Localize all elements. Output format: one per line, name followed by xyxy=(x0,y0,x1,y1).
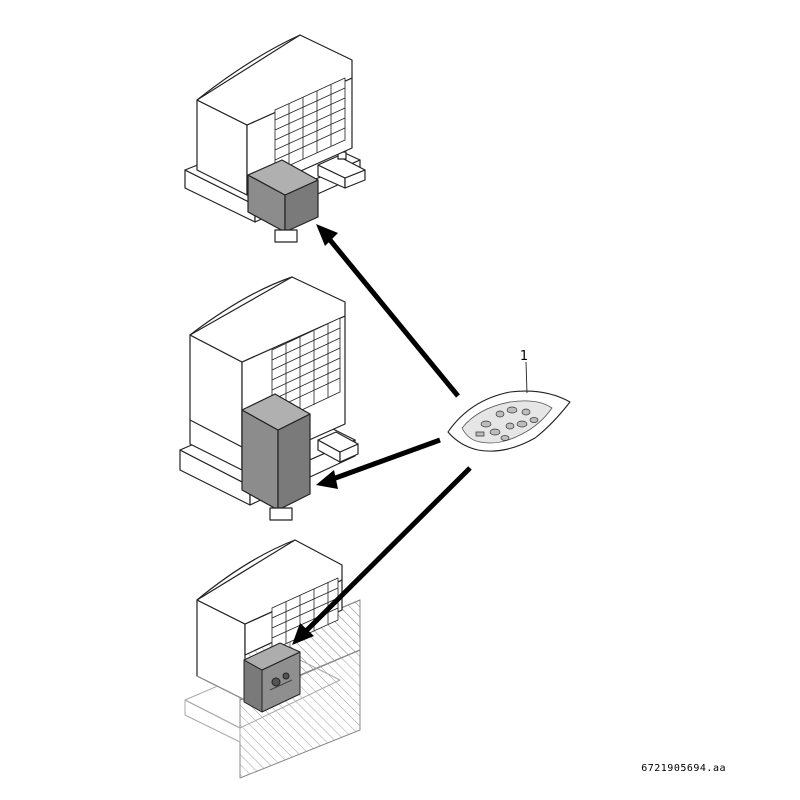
arrowheads xyxy=(292,224,338,645)
arrow-to-bottom-unit xyxy=(303,466,472,634)
air-grille xyxy=(274,77,346,173)
arrowhead-top xyxy=(316,224,338,246)
air-grille xyxy=(271,317,341,425)
hydraulic-module-wall xyxy=(243,642,301,713)
arrow-to-middle-unit xyxy=(329,437,441,483)
fittings xyxy=(475,406,539,441)
arrows xyxy=(303,238,472,634)
figure-code: 6721905694.aa xyxy=(641,763,726,774)
outdoor-unit-bottom xyxy=(184,539,361,779)
arrowhead-bottom xyxy=(292,623,314,645)
connection-box xyxy=(317,431,359,463)
arrow-to-top-unit xyxy=(328,238,460,398)
hydraulic-module-top xyxy=(247,159,319,243)
callout-number: 1 xyxy=(520,349,528,364)
outdoor-unit-middle xyxy=(179,276,359,521)
connection-box xyxy=(317,151,366,189)
outdoor-unit-top xyxy=(184,34,366,243)
arrowhead-middle xyxy=(316,470,338,489)
accessory-bag xyxy=(447,390,571,452)
callout-1: 1 xyxy=(520,349,528,394)
hydraulic-module-middle xyxy=(241,393,311,521)
